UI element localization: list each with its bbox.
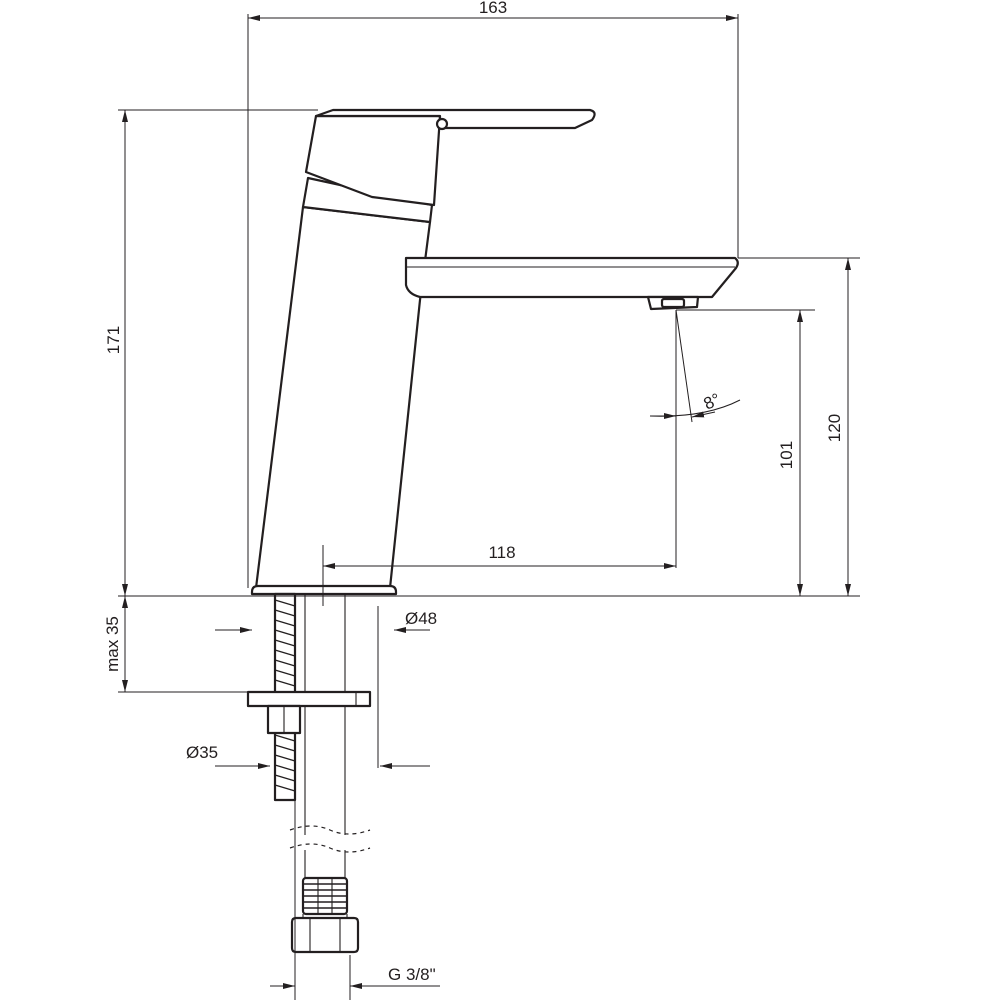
mounting-plate (246, 690, 372, 708)
aerator-insert (660, 297, 686, 309)
dim-label-max-deck: max 35 (103, 616, 122, 672)
extension-lines (118, 14, 860, 1000)
dim-label-overall-width: 163 (479, 0, 507, 17)
dimension-lines (122, 15, 851, 989)
faucet-column (254, 205, 432, 590)
dim-label-connection-thread: G 3/8" (388, 965, 436, 984)
dim-label-outlet-clearance: 101 (777, 441, 796, 469)
dim-label-spout-reach: 118 (488, 543, 515, 562)
dim-label-overall-height: 171 (104, 326, 123, 354)
dim-label-spray-angle: 8° (701, 390, 724, 414)
hose-nut (290, 916, 360, 954)
lever-pivot (435, 117, 449, 131)
dimension-labels: 163 171 120 101 118 Ø48 Ø35 max 35 8° G … (103, 0, 844, 984)
dim-label-outlet-height: 120 (825, 414, 844, 442)
lever-handle (314, 108, 596, 130)
spout (404, 256, 739, 299)
dim-label-hole-diameter: Ø35 (186, 743, 218, 762)
dim-label-base-diameter: Ø48 (405, 609, 437, 628)
faucet-body (250, 108, 739, 596)
mounting-hardware (246, 592, 372, 954)
base-plate (250, 584, 398, 596)
